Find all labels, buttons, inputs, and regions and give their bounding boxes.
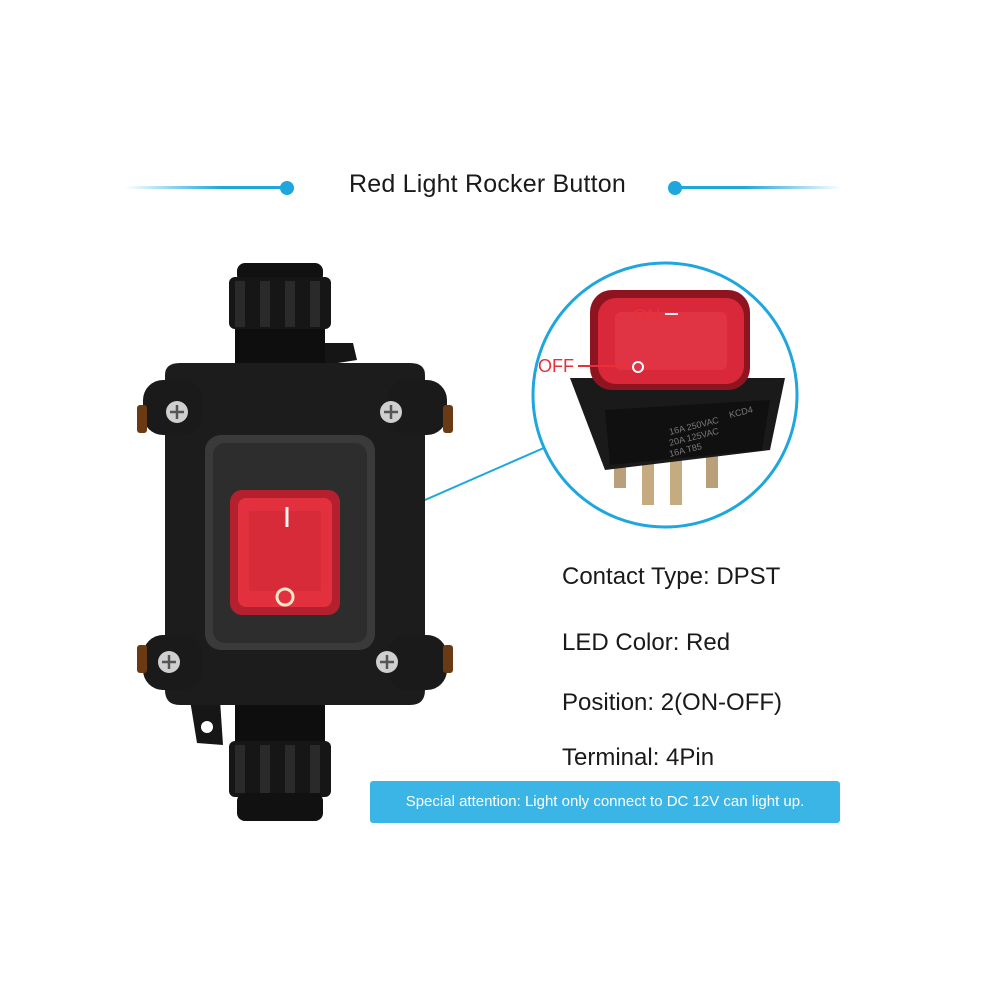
spec-terminal: Terminal: 4Pin [562,744,715,771]
header-dot-right [668,181,682,195]
header-line-left [125,186,285,189]
special-attention-banner: Special attention: Light only connect to… [370,781,840,823]
spec-contact-type: Contact Type: DPST [562,563,781,590]
zoomed-switch-image: 16A 250VAC 20A 125VAC 16A T85 KCD4 ON OF… [531,261,799,529]
screw-icon [158,651,180,673]
on-label: ON [633,306,660,326]
product-image-switch-box [137,263,453,821]
spec-position: Position: 2(ON-OFF) [562,689,783,716]
top-cable-gland [229,263,357,367]
screw-icon [380,401,402,423]
screw-icon [166,401,188,423]
bottom-cable-gland [190,697,331,821]
page-title: Red Light Rocker Button [349,170,626,198]
header-line-right [680,186,842,189]
off-label: OFF [538,356,574,376]
spec-led-color: LED Color: Red [562,629,731,656]
circle-icon [275,587,295,607]
zoom-callout: 16A 250VAC 20A 125VAC 16A T85 KCD4 ON OF… [530,260,800,530]
red-rocker-button [230,490,340,615]
header-dot-left [280,181,294,195]
screw-icon [376,651,398,673]
